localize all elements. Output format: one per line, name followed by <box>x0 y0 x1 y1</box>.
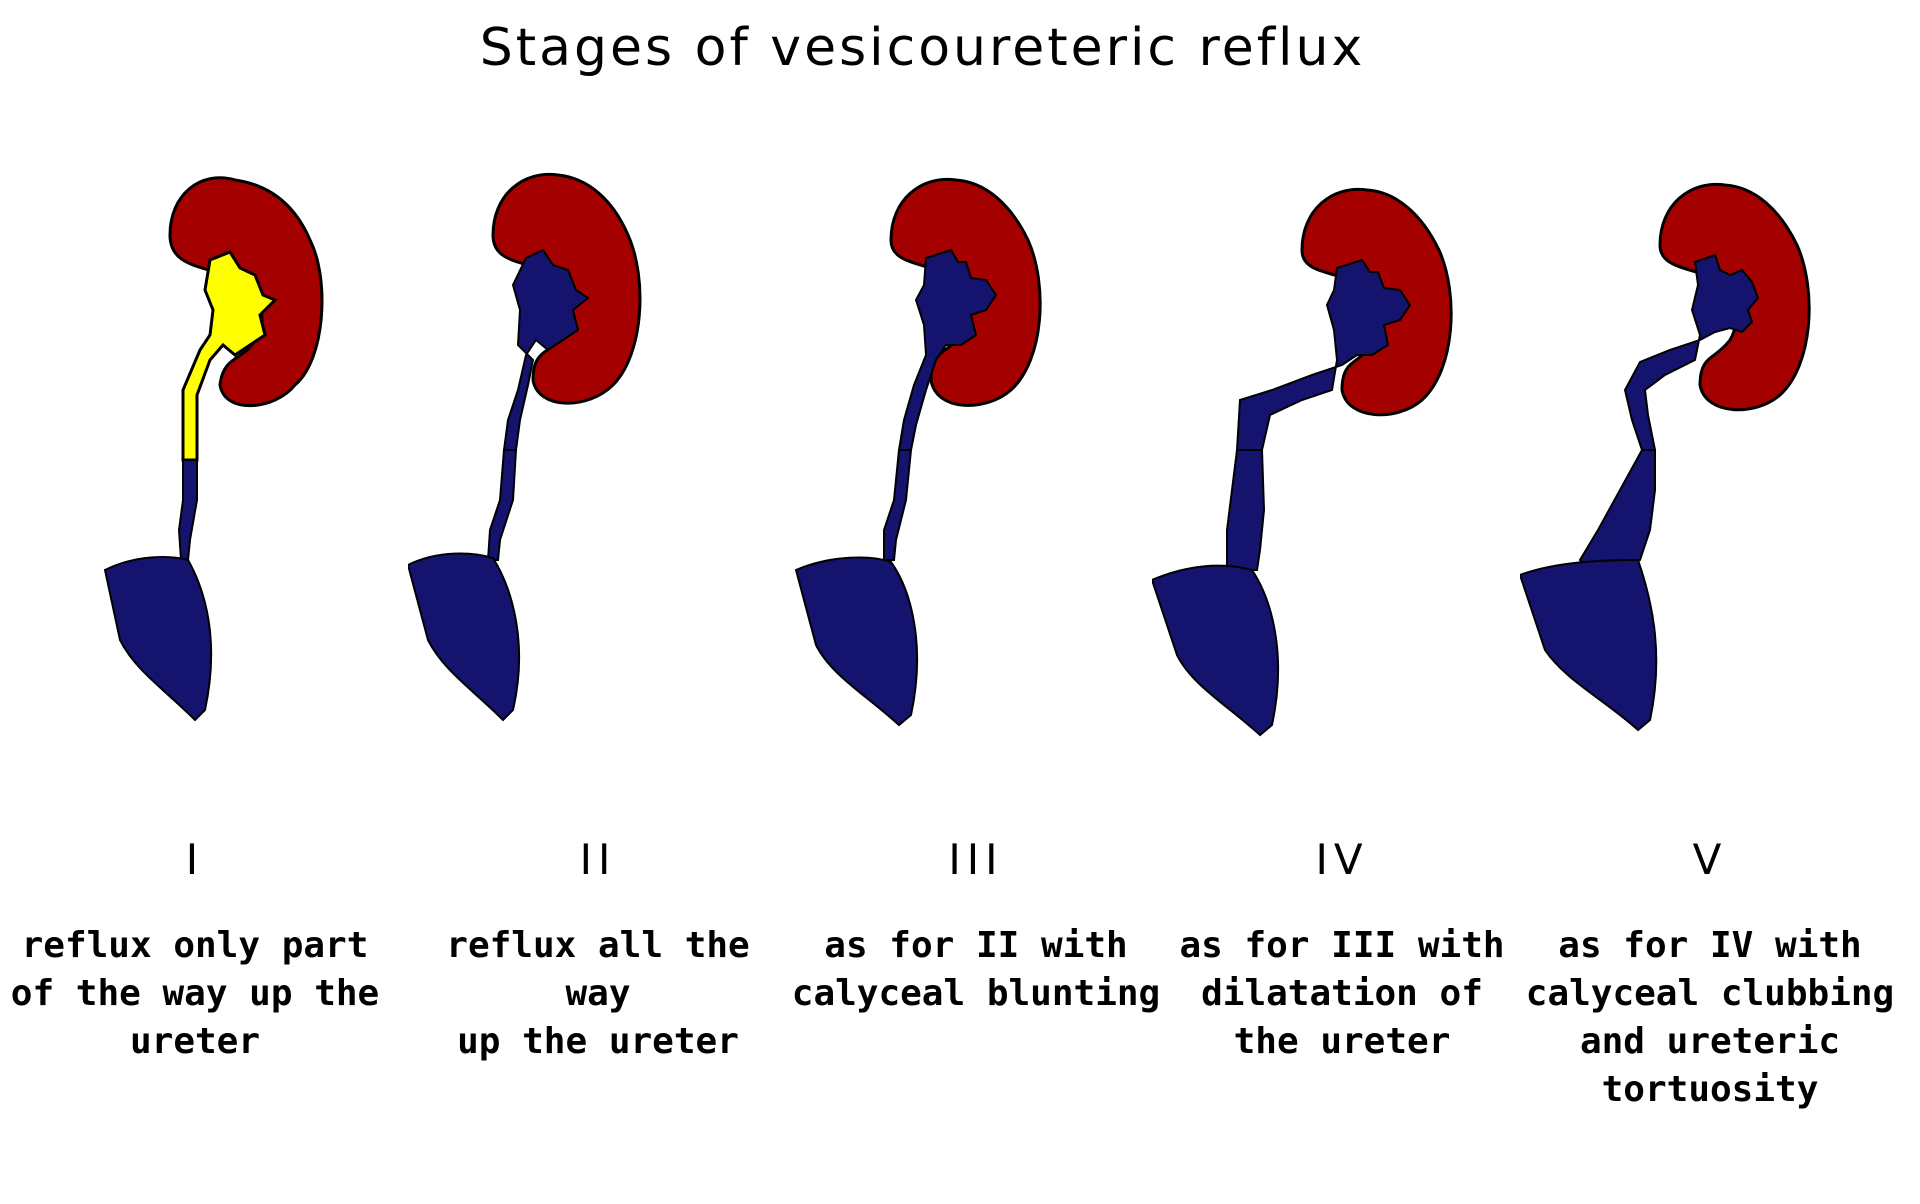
stage-3-description: as for II with calyceal blunting <box>791 925 1161 1014</box>
stage-5-renal-pelvis <box>1623 253 1760 451</box>
stage-1-numeral: I <box>185 835 205 884</box>
stage-5: V as for IV with calyceal clubbing and u… <box>1520 150 1900 1130</box>
stage-5-ureter <box>1578 449 1656 577</box>
stage-2-ureter <box>486 449 518 561</box>
stage-3-renal-pelvis <box>897 248 998 451</box>
stage-5-numeral: V <box>1692 835 1728 884</box>
stage-4-numeral: IV <box>1315 835 1369 884</box>
stage-3-ureter <box>883 449 913 561</box>
stage-5-bladder <box>1520 558 1658 732</box>
stage-2-renal-pelvis <box>502 248 590 451</box>
stage-1: I reflux only part of the way up the ure… <box>5 150 385 1130</box>
stage-4-renal-pelvis <box>1235 258 1412 451</box>
stage-3: III as for II with calyceal blunting <box>786 150 1166 1130</box>
stage-4-figure <box>1152 187 1453 737</box>
stage-1-figure <box>103 176 324 722</box>
stage-1-kidney <box>168 176 324 408</box>
stage-4: IV as for III with dilatation of the ure… <box>1152 150 1532 1130</box>
stage-1-bladder <box>103 556 213 722</box>
stage-5-figure <box>1520 182 1811 732</box>
stage-3-figure <box>794 177 1042 727</box>
stage-1-ureter-upper <box>181 250 278 462</box>
stage-2: II reflux all the way up the ureter <box>408 150 788 1130</box>
stage-2-description: reflux all the way up the ureter <box>446 925 750 1062</box>
diagram-title: Stages of vesicoureteric reflux <box>479 18 1366 78</box>
stage-2-figure <box>408 172 642 722</box>
stage-2-numeral: II <box>579 835 617 884</box>
stage-4-description: as for III with dilatation of the ureter <box>1179 925 1505 1062</box>
stage-1-description: reflux only part of the way up the urete… <box>10 925 380 1062</box>
stage-1-ureter-lower <box>177 459 198 561</box>
stage-3-numeral: III <box>948 835 1004 884</box>
stage-4-bladder <box>1152 564 1280 737</box>
stage-5-description: as for IV with calyceal clubbing and ure… <box>1525 925 1895 1110</box>
stage-4-ureter <box>1226 449 1266 571</box>
stage-2-bladder <box>408 552 521 722</box>
stage-3-bladder <box>794 556 919 727</box>
